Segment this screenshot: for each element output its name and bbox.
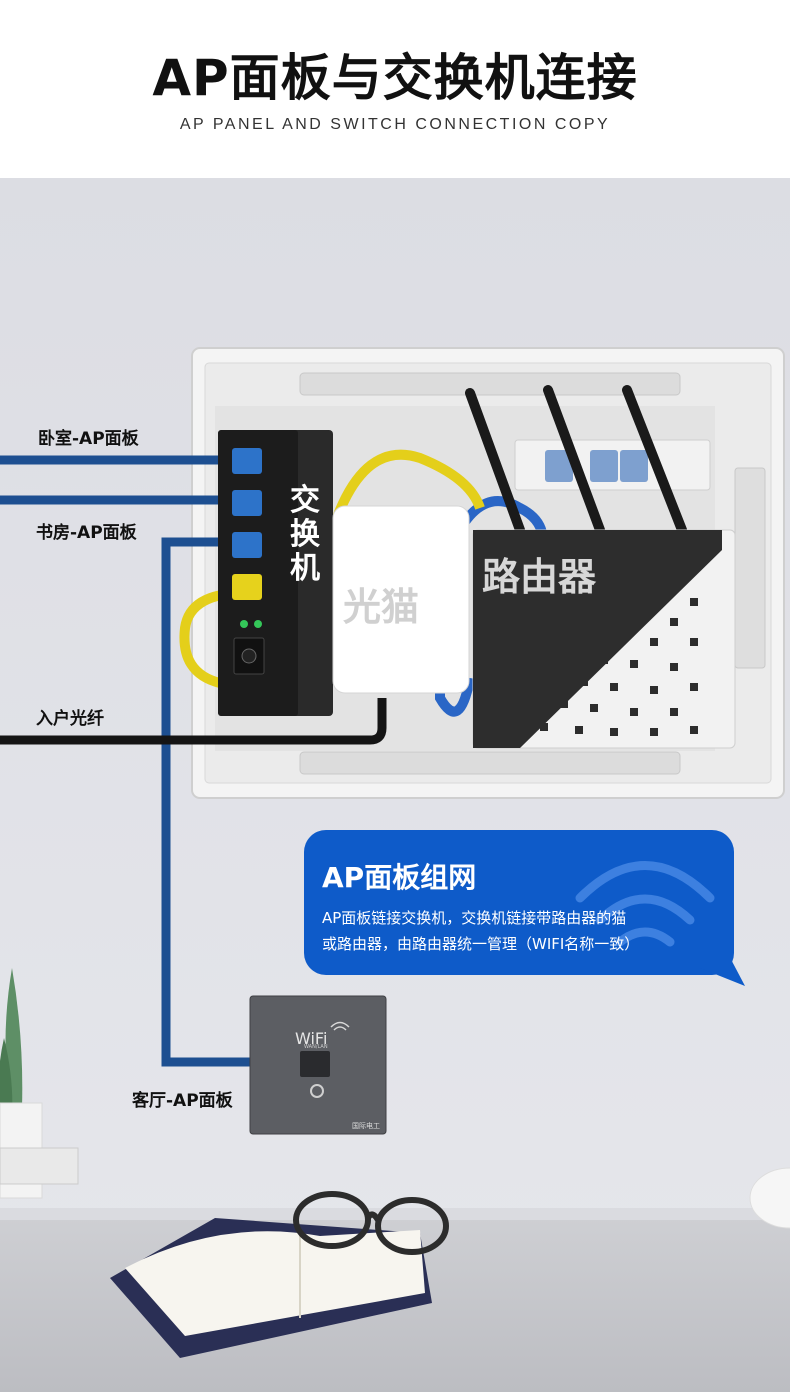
label-bedroom: 卧室-AP面板: [38, 429, 139, 449]
label-living: 客厅-AP面板: [132, 1091, 233, 1111]
socket-3: [620, 450, 648, 482]
page-title: AP面板与交换机连接: [152, 49, 638, 107]
cable-living: [161, 537, 252, 1067]
router-label: 路由器: [482, 555, 597, 599]
switch-label-text: 交换机: [290, 483, 320, 586]
plant-decoration: [0, 968, 79, 1199]
box-top-knockouts: [299, 372, 681, 396]
panel-brand: 国际电工: [352, 1121, 380, 1130]
lamp-decoration: [749, 1167, 790, 1229]
wifi-signal-icon: [575, 861, 715, 947]
desk-edge: [0, 1208, 790, 1220]
socket-2: [590, 450, 618, 482]
box-bottom-knockouts: [299, 751, 681, 775]
socket-1: [545, 450, 573, 482]
label-fiber: 入户光纤: [36, 709, 104, 729]
page-subtitle: AP PANEL AND SWITCH CONNECTION COPY: [179, 116, 611, 133]
side-bracket: [734, 467, 766, 669]
network-diagram: 交换机: [0, 178, 790, 1392]
bubble-text: AP面板链接交换机，交换机链接带路由器的猫 或路由器，由路由器统一管理（WIFI…: [322, 905, 722, 957]
book-decoration: [110, 1218, 432, 1358]
ap-panel-device: [249, 995, 387, 1135]
modem-label: 光猫: [343, 585, 420, 629]
label-study: 书房-AP面板: [36, 523, 137, 543]
panel-wifi-text: WiFi: [295, 1029, 327, 1048]
info-bubble: [304, 830, 745, 986]
cable-fiber: [0, 698, 387, 745]
header: AP面板与交换机连接 AP PANEL AND SWITCH CONNECTIO…: [0, 0, 790, 178]
bubble-line-1: AP面板链接交换机，交换机链接带路由器的猫: [322, 909, 627, 927]
glasses-decoration: [293, 1191, 449, 1255]
diagram-canvas: 交换机: [0, 178, 790, 1392]
bubble-line-2: 或路由器，由路由器统一管理（WIFI名称一致）: [322, 935, 640, 953]
router-device: [465, 385, 736, 749]
panel-wifi-icon: [330, 1021, 350, 1031]
panel-port-label: WAN/LAN: [304, 1044, 328, 1050]
switch-device: [218, 430, 333, 716]
router-vent-dots: [540, 573, 698, 736]
bubble-title: AP面板组网: [322, 861, 477, 894]
modem-device: [332, 505, 470, 694]
